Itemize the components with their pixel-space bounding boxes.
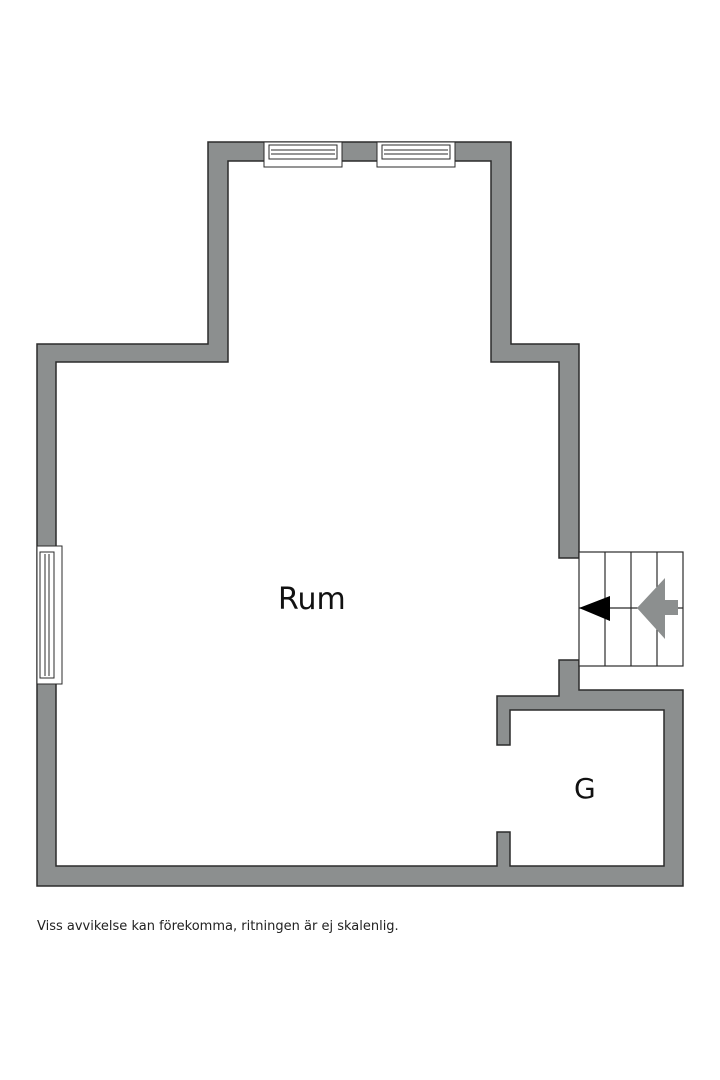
window-left [36, 545, 63, 685]
stairs [578, 551, 684, 667]
stair-arrow-light-icon [637, 578, 678, 639]
room-label-g: G [574, 772, 596, 805]
room-label-rum: Rum [278, 582, 346, 617]
exterior-walls [36, 141, 684, 887]
window-top-left [263, 141, 343, 168]
stair-arrow-dark-icon [579, 596, 610, 621]
window-top-right [376, 141, 456, 168]
disclaimer-text: Viss avvikelse kan förekomma, ritningen … [37, 919, 399, 934]
